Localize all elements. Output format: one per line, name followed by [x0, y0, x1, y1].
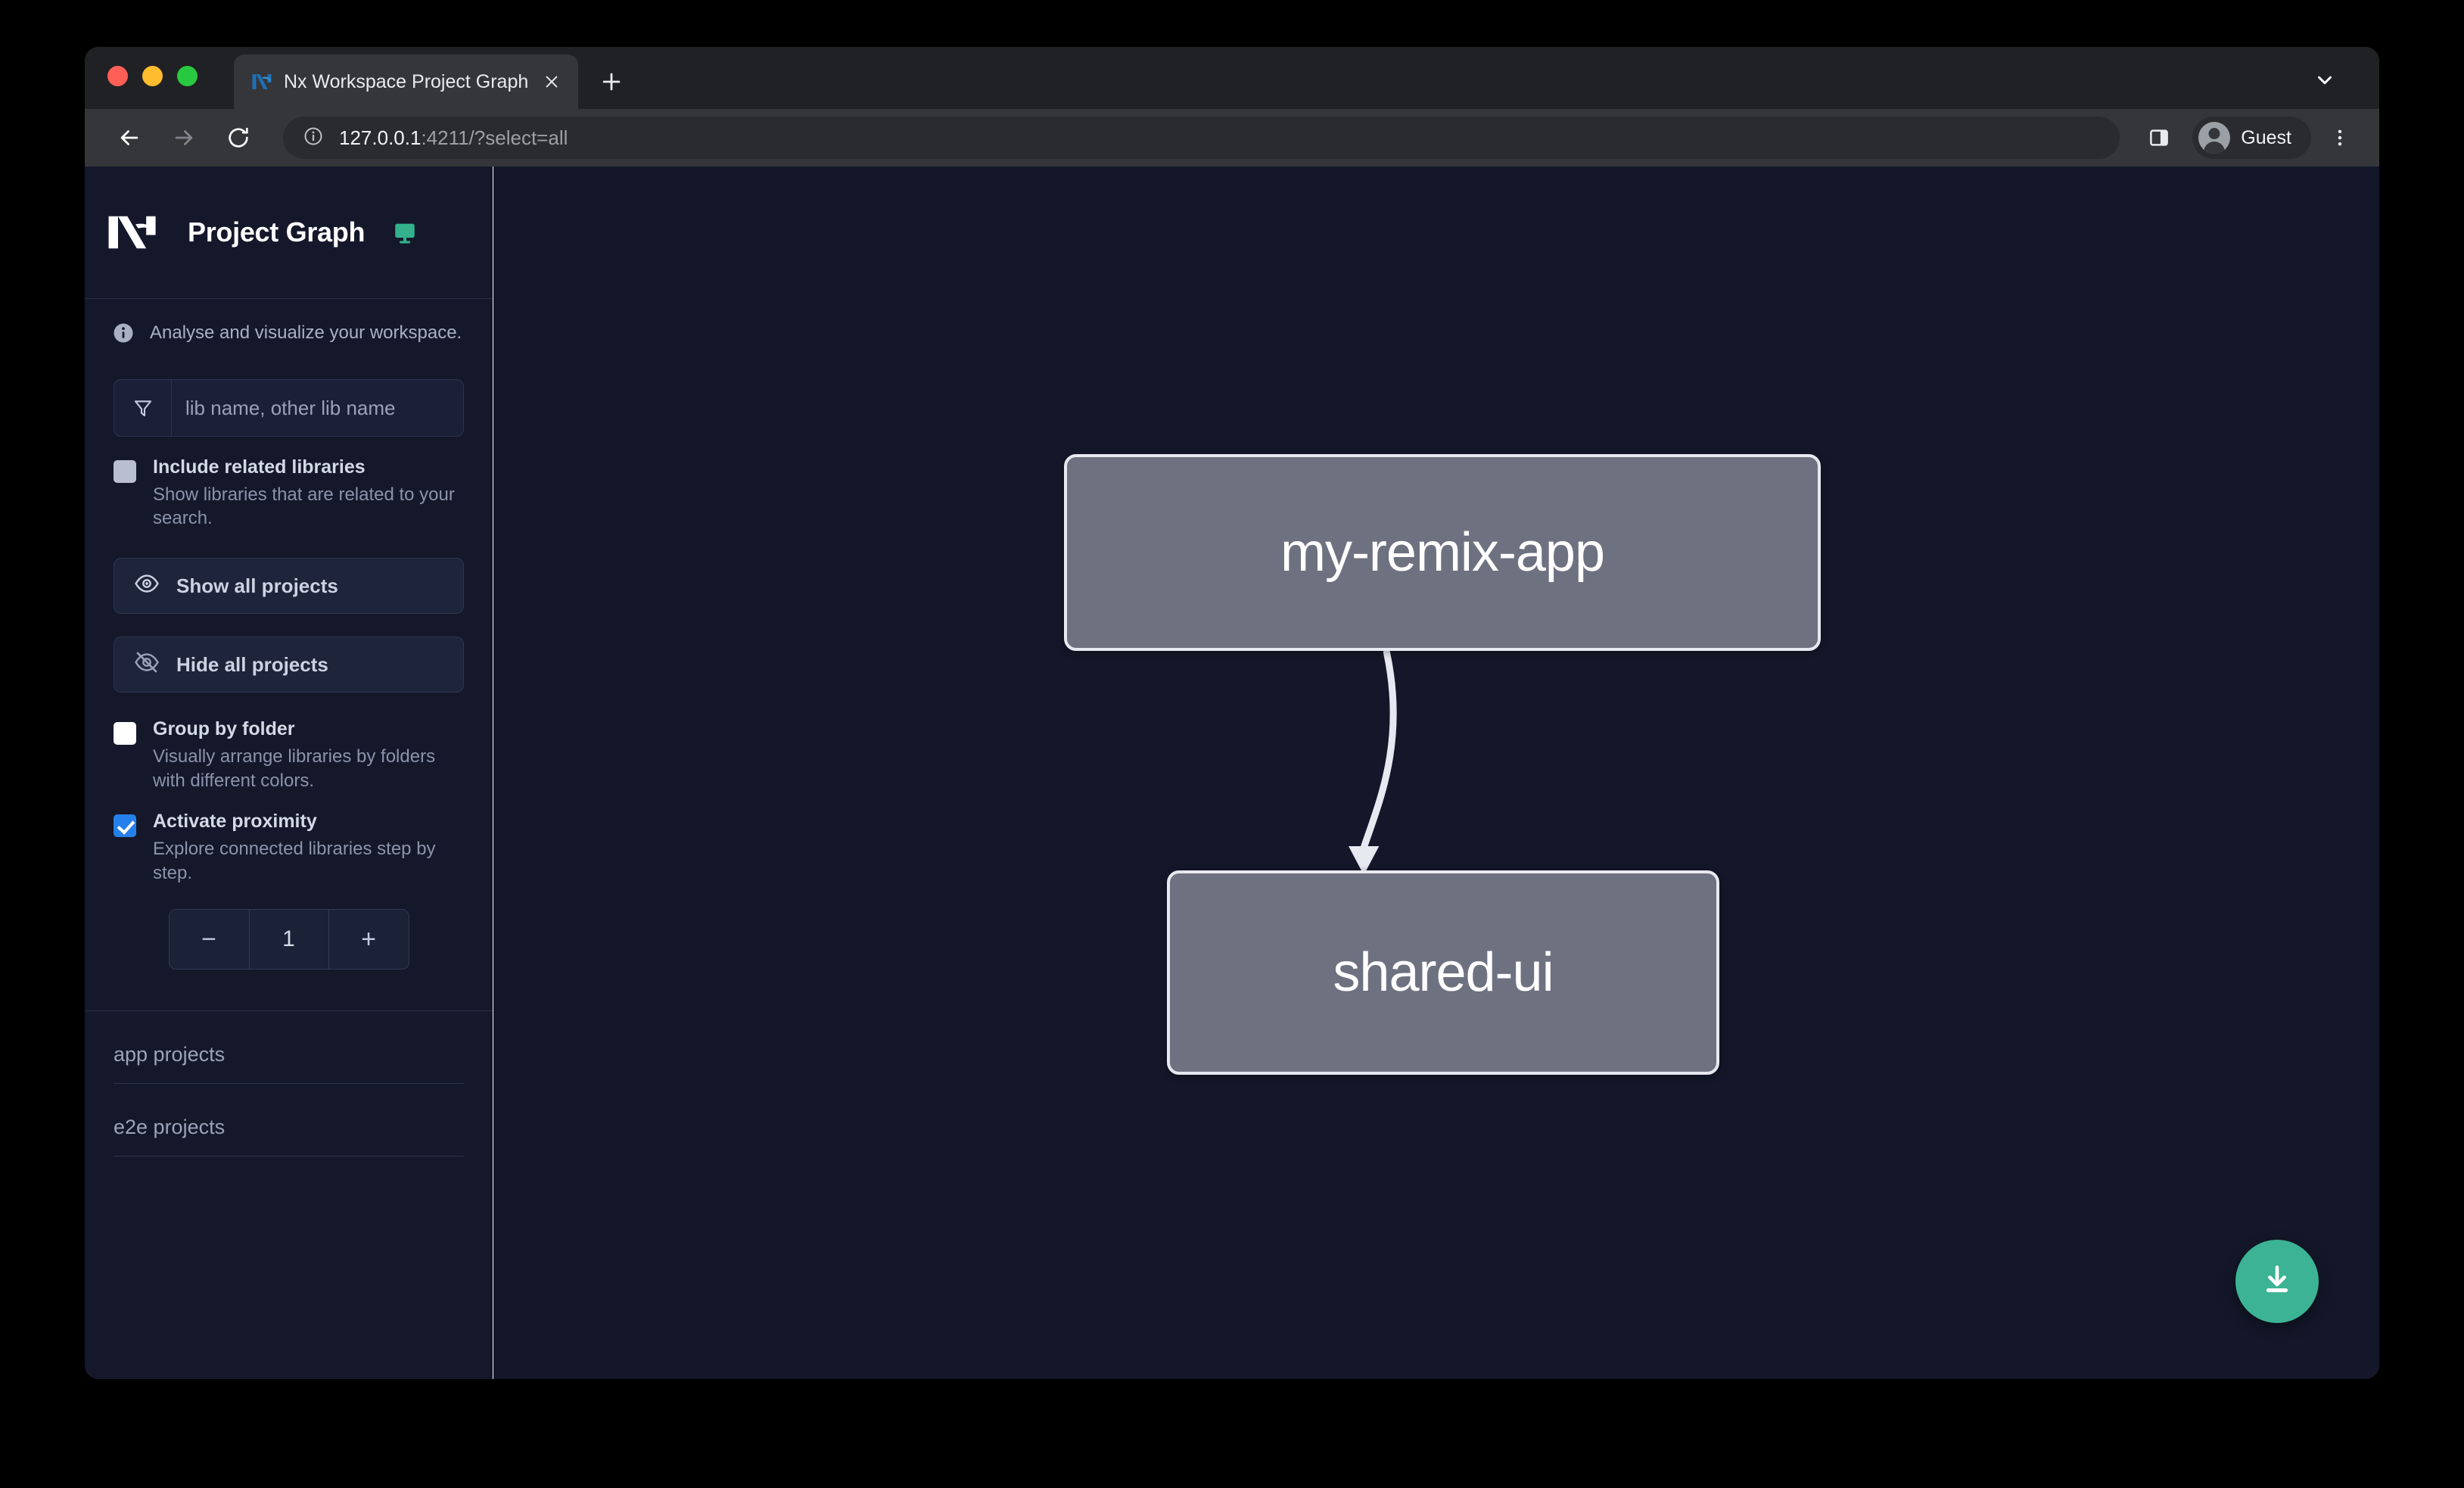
back-arrow-icon[interactable] — [106, 114, 153, 161]
url-path: :4211/?select=all — [421, 126, 568, 149]
hide-all-projects-label: Hide all projects — [176, 652, 328, 676]
browser-window: Nx Workspace Project Graph — [85, 47, 2379, 1379]
option-label: Activate proximity — [153, 811, 317, 833]
new-tab-button[interactable] — [595, 65, 628, 98]
browser-tab-title: Nx Workspace Project Graph — [284, 70, 528, 92]
proximity-stepper: − 1 + — [168, 909, 409, 970]
browser-toolbar: 127.0.0.1:4211/?select=all Guest — [85, 109, 2379, 167]
project-sections: app projects e2e projects — [85, 1011, 493, 1157]
option-description: Show libraries that are related to your … — [153, 484, 455, 529]
browser-tab-strip: Nx Workspace Project Graph — [85, 47, 2379, 109]
option-description: Visually arrange libraries by folders wi… — [153, 746, 436, 791]
nx-logo-icon — [250, 70, 273, 93]
profile-name: Guest — [2241, 126, 2291, 148]
page-viewport: Project Graph Analy — [85, 167, 2379, 1379]
forward-arrow-icon — [160, 114, 207, 161]
minimize-window-button[interactable] — [142, 65, 163, 86]
graph-node-shared-ui[interactable]: shared-ui — [1167, 870, 1719, 1075]
option-include-related-libraries[interactable]: Include related libraries Show libraries… — [85, 437, 493, 531]
close-icon[interactable] — [539, 69, 565, 95]
option-activate-proximity[interactable]: Activate proximity Explore connected lib… — [85, 792, 493, 885]
profile-pill[interactable]: Guest — [2192, 117, 2311, 159]
address-bar-url: 127.0.0.1:4211/?select=all — [339, 126, 568, 150]
option-text-group: Group by folder Visually arrange librari… — [153, 718, 464, 792]
checkbox-activate-proximity[interactable] — [114, 814, 136, 838]
chevron-down-icon[interactable] — [2310, 65, 2340, 95]
proximity-increment-button[interactable]: + — [328, 910, 409, 970]
browser-tab[interactable]: Nx Workspace Project Graph — [234, 54, 578, 109]
proximity-decrement-button[interactable]: − — [169, 910, 250, 970]
proximity-value: 1 — [249, 910, 328, 970]
user-avatar-icon — [2198, 122, 2231, 154]
sidebar-divider — [85, 1010, 493, 1012]
option-text-group: Activate proximity Explore connected lib… — [153, 811, 464, 885]
option-label: Group by folder — [153, 718, 295, 740]
eye-slash-icon — [134, 649, 160, 680]
filter-box[interactable] — [114, 379, 464, 437]
info-circle-icon[interactable] — [303, 126, 324, 151]
reload-icon[interactable] — [215, 114, 262, 161]
option-description: Explore connected libraries step by step… — [153, 838, 436, 883]
download-icon — [2258, 1261, 2296, 1303]
option-label: Include related libraries — [153, 456, 366, 478]
show-all-projects-label: Show all projects — [176, 574, 338, 597]
search-input[interactable] — [172, 380, 463, 436]
address-bar[interactable]: 127.0.0.1:4211/?select=all — [283, 117, 2120, 159]
download-button[interactable] — [2235, 1240, 2319, 1323]
page-title: Project Graph — [188, 216, 366, 247]
sidebar: Project Graph Analy — [85, 167, 509, 1379]
eye-icon — [134, 571, 160, 602]
hide-all-projects-button[interactable]: Hide all projects — [114, 637, 464, 693]
sidebar-tagline: Analyse and visualize your workspace. — [85, 299, 493, 363]
maximize-window-button[interactable] — [177, 65, 198, 86]
option-text-group: Include related libraries Show libraries… — [153, 456, 464, 531]
sidebar-header: Project Graph — [85, 167, 493, 299]
show-all-projects-button[interactable]: Show all projects — [114, 558, 464, 615]
checkbox-include-related-libraries[interactable] — [114, 460, 136, 483]
close-window-button[interactable] — [107, 65, 128, 86]
side-panel-icon[interactable] — [2138, 117, 2180, 159]
option-group-by-folder[interactable]: Group by folder Visually arrange librari… — [85, 693, 493, 792]
window-traffic-lights — [107, 47, 198, 109]
three-dot-menu-icon[interactable] — [2319, 117, 2361, 159]
checkbox-group-by-folder[interactable] — [114, 722, 136, 746]
sidebar-tagline-text: Analyse and visualize your workspace. — [150, 322, 462, 343]
monitor-icon[interactable] — [392, 219, 418, 245]
project-graph-canvas[interactable]: my-remix-app shared-ui — [493, 167, 2379, 1379]
filter-funnel-icon — [114, 380, 172, 436]
url-host: 127.0.0.1 — [339, 126, 422, 149]
info-icon — [112, 322, 135, 344]
nx-logo-icon — [106, 211, 165, 254]
section-e2e-projects[interactable]: e2e projects — [114, 1084, 464, 1157]
graph-node-my-remix-app[interactable]: my-remix-app — [1064, 454, 1821, 651]
section-app-projects[interactable]: app projects — [114, 1011, 464, 1085]
graph-edge-my-remix-app-to-shared-ui — [1348, 649, 1397, 875]
